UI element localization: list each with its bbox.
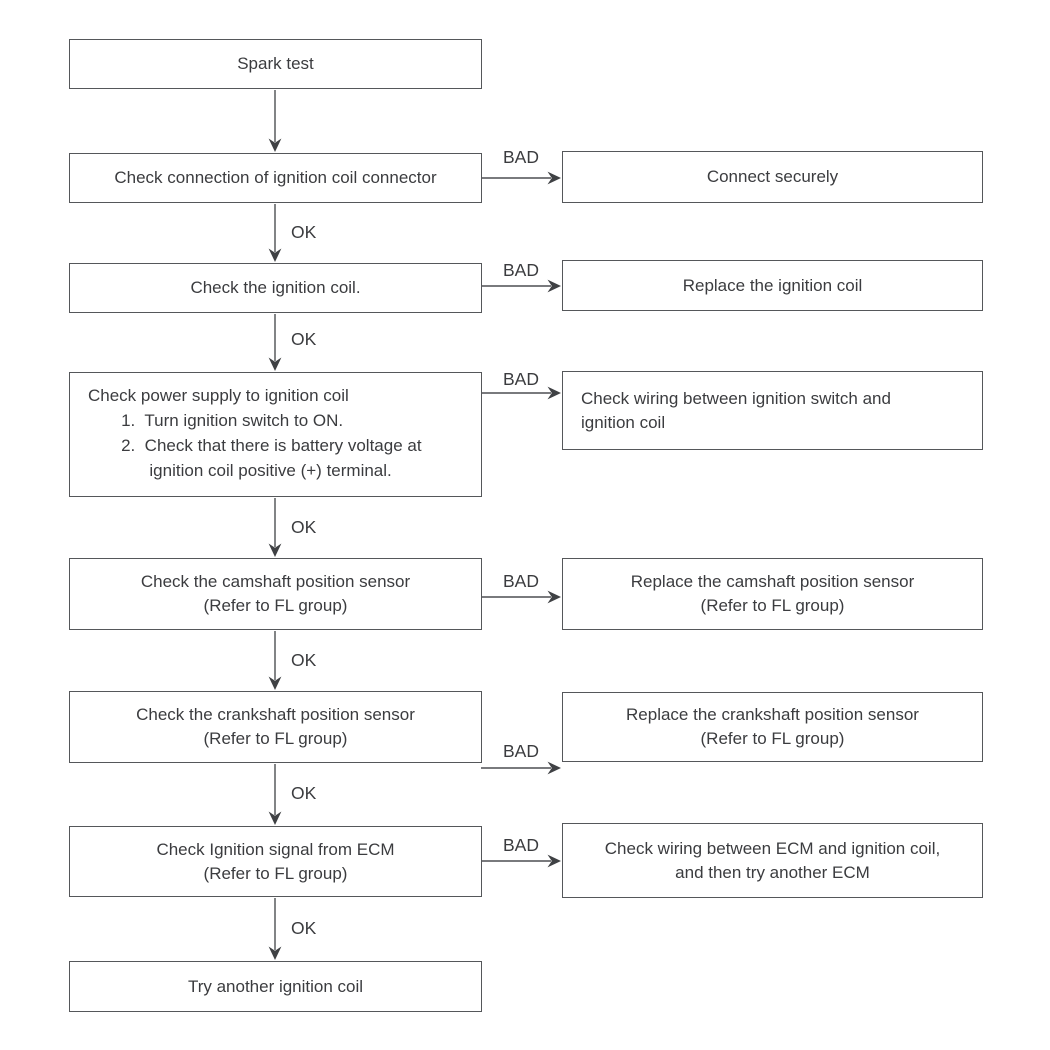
node-replace-camshaft-sensor-label: Replace the camshaft position sensor (Re… (630, 572, 915, 615)
node-check-connection: Check connection of ignition coil connec… (69, 153, 482, 203)
edge-label-bad-1: BAD (503, 147, 539, 167)
node-check-wiring-switch-coil-label: Check wiring between ignition switch and… (581, 388, 891, 432)
node-replace-ignition-coil: Replace the ignition coil (562, 260, 983, 311)
arrowhead-right-icon (547, 279, 561, 293)
arrowhead-down-icon (268, 138, 282, 152)
node-check-camshaft-sensor: Check the camshaft position sensor (Refe… (69, 558, 482, 630)
arrowhead-right-icon (547, 761, 561, 775)
node-check-ignition-coil: Check the ignition coil. (69, 263, 482, 313)
arrowhead-right-icon (547, 171, 561, 185)
node-check-ignition-signal-ecm: Check Ignition signal from ECM (Refer to… (69, 826, 482, 897)
node-replace-crankshaft-sensor-label: Replace the crankshaft position sensor (… (626, 705, 919, 748)
node-spark-test: Spark test (69, 39, 482, 89)
edge-label-ok-1: OK (291, 222, 317, 242)
node-spark-test-label: Spark test (237, 54, 314, 73)
edge-label-bad-2: BAD (503, 260, 539, 280)
node-replace-ignition-coil-label: Replace the ignition coil (682, 275, 863, 295)
arrowhead-down-icon (268, 248, 282, 262)
edge-label-bad-5: BAD (503, 741, 539, 761)
arrowhead-right-icon (547, 854, 561, 868)
node-check-crankshaft-sensor-label: Check the crankshaft position sensor (Re… (136, 705, 415, 748)
node-connect-securely: Connect securely (562, 151, 983, 203)
node-replace-camshaft-sensor: Replace the camshaft position sensor (Re… (562, 558, 983, 630)
edge-label-ok-2: OK (291, 329, 317, 349)
node-check-camshaft-sensor-label: Check the camshaft position sensor (Refe… (140, 572, 411, 615)
node-check-power-supply-label: Check power supply to ignition coil 1. T… (88, 386, 422, 480)
arrowhead-down-icon (268, 811, 282, 825)
node-check-wiring-ecm-coil: Check wiring between ECM and ignition co… (562, 823, 983, 898)
node-check-crankshaft-sensor: Check the crankshaft position sensor (Re… (69, 691, 482, 763)
node-connect-securely-label: Connect securely (706, 167, 839, 186)
arrowhead-down-icon (268, 357, 282, 371)
edge-label-ok-3: OK (291, 517, 317, 537)
edge-label-bad-3: BAD (503, 369, 539, 389)
node-check-ignition-signal-ecm-label: Check Ignition signal from ECM (Refer to… (156, 839, 395, 883)
arrowhead-right-icon (547, 590, 561, 604)
arrowhead-down-icon (268, 946, 282, 960)
node-try-another-coil-label: Try another ignition coil (187, 976, 364, 996)
node-check-connection-label: Check connection of ignition coil connec… (114, 168, 437, 187)
edge-label-ok-5: OK (291, 783, 317, 803)
node-check-ignition-coil-label: Check the ignition coil. (190, 278, 361, 297)
node-replace-crankshaft-sensor: Replace the crankshaft position sensor (… (562, 692, 983, 762)
node-check-wiring-switch-coil: Check wiring between ignition switch and… (562, 371, 983, 450)
node-check-power-supply: Check power supply to ignition coil 1. T… (69, 372, 482, 497)
arrowhead-down-icon (268, 543, 282, 557)
edge-label-bad-4: BAD (503, 571, 539, 591)
edge-label-bad-6: BAD (503, 835, 539, 855)
node-check-wiring-ecm-coil-label: Check wiring between ECM and ignition co… (604, 838, 941, 882)
arrowhead-right-icon (547, 386, 561, 400)
edge-label-ok-4: OK (291, 650, 317, 670)
arrowhead-down-icon (268, 676, 282, 690)
edge-label-ok-6: OK (291, 918, 317, 938)
node-try-another-coil: Try another ignition coil (69, 961, 482, 1012)
